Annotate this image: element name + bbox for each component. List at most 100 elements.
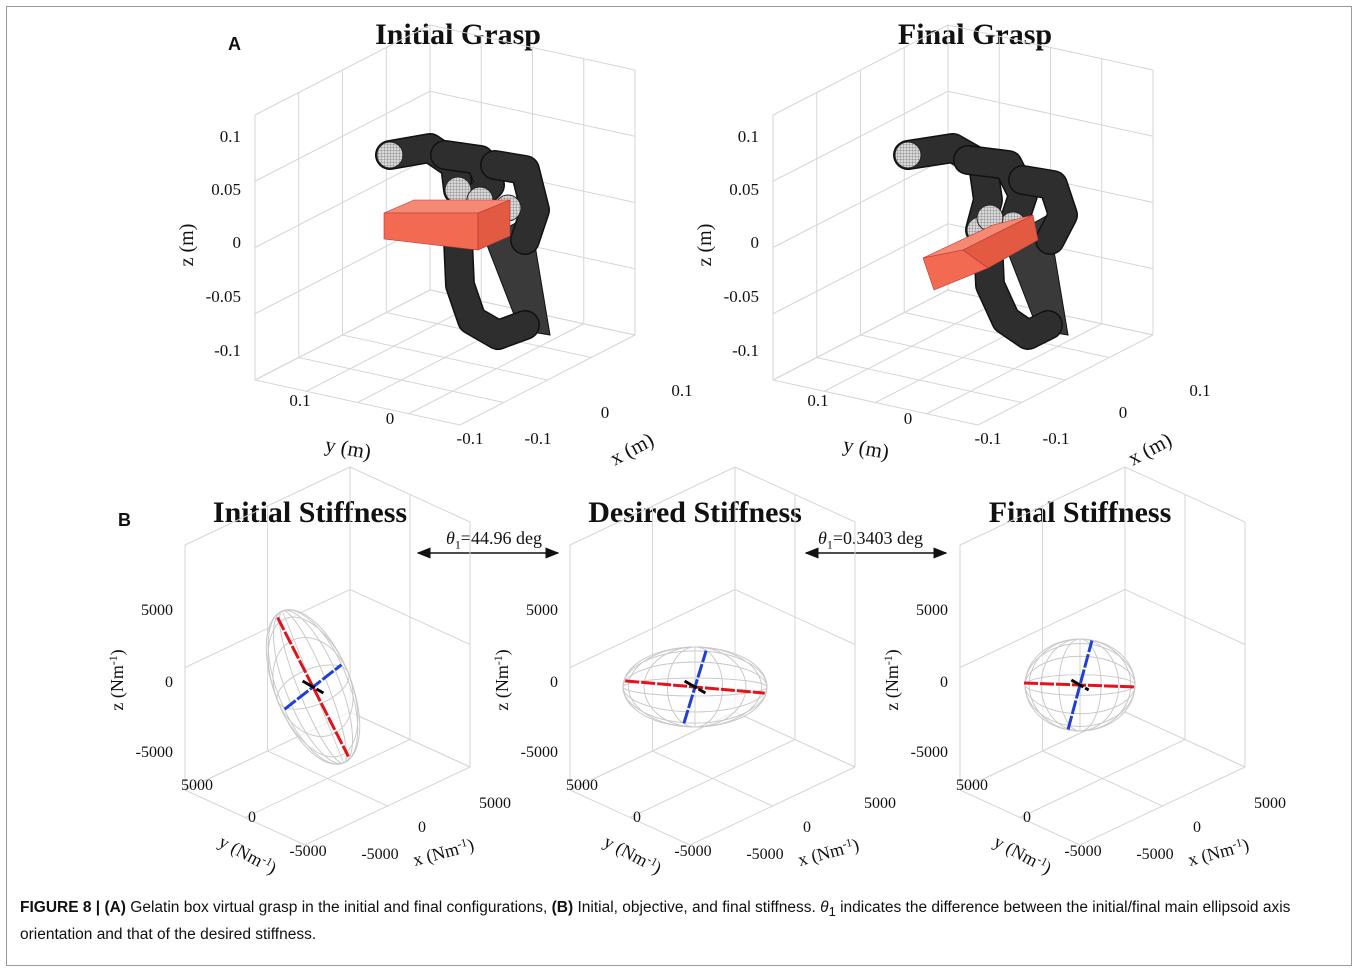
grid-line <box>306 300 482 392</box>
grid-line <box>926 323 1102 415</box>
y-axis-label: y (Nm-1) <box>990 831 1055 879</box>
box-side <box>962 214 1039 269</box>
finger-link <box>1009 166 1077 254</box>
y-tick-label: 0.1 <box>807 391 828 410</box>
mesh-latitude <box>622 650 768 724</box>
plot-title-initial-stiffness: Initial Stiffness <box>212 496 408 529</box>
x-tick-label: -0.1 <box>1043 429 1070 448</box>
z-tick-label: -5000 <box>136 744 173 761</box>
x-tick-label: 5000 <box>1254 795 1286 812</box>
figure-caption: FIGURE 8 | (A) Gelatin box virtual grasp… <box>20 896 1350 946</box>
z-tick-label: 0.05 <box>211 180 241 199</box>
x-tick-label: -5000 <box>361 846 398 863</box>
grid-line <box>349 711 471 768</box>
y-axis-label: y (Nm-1) <box>215 831 280 879</box>
y-tick-label: 0 <box>248 809 256 826</box>
third-axis-line <box>301 679 325 695</box>
grid-line <box>304 766 471 846</box>
grid-line <box>254 90 431 182</box>
grid-line <box>1019 739 1186 818</box>
third-axis-line <box>1070 678 1090 692</box>
z-axis-label: z (m) <box>694 224 716 267</box>
caption-theta: θ <box>820 899 829 916</box>
grid-line <box>947 90 1154 137</box>
mesh-longitude <box>628 646 762 728</box>
y-tick-label: -0.1 <box>975 429 1002 448</box>
grid-line <box>977 334 1154 426</box>
x-tick-label: -0.1 <box>525 429 552 448</box>
finger-link <box>444 226 539 349</box>
box-side <box>477 199 511 251</box>
z-tick-label: -0.1 <box>214 341 241 360</box>
caption-b-text-2: indicates the difference between the ini… <box>20 899 1291 944</box>
grid-line <box>429 90 636 137</box>
grid-line <box>1124 711 1246 768</box>
x-tick-label: 5000 <box>479 795 511 812</box>
grid-line <box>959 466 1126 546</box>
y-tick-label: 0 <box>904 409 913 428</box>
grid-line <box>569 589 736 668</box>
grid-line <box>349 589 471 645</box>
grasp-plot-final: 0.10.050-0.05-0.1z (m)0.10-0.1y (m)-0.10… <box>694 24 1211 470</box>
z-tick-label: -0.05 <box>206 287 241 306</box>
grid-line <box>569 466 736 546</box>
mesh-longitude <box>267 609 359 765</box>
caption-b-tag: (B) <box>551 899 574 916</box>
z-tick-label: 0.05 <box>729 180 759 199</box>
fingertip-sphere <box>894 141 922 169</box>
caption-b-text-1: Initial, objective, and final stiffness. <box>573 899 821 916</box>
x-tick-label: 5000 <box>864 795 896 812</box>
z-tick-label: -0.05 <box>724 287 759 306</box>
figure-frame <box>6 6 1352 966</box>
y-tick-label: -5000 <box>674 843 711 860</box>
x-tick-label: -5000 <box>746 846 783 863</box>
z-tick-label: 5000 <box>141 602 173 619</box>
caption-a-text: Gelatin box virtual grasp in the initial… <box>125 899 552 916</box>
panel-a-letter: A <box>228 34 241 54</box>
x-axis-label: x (m) <box>1124 427 1176 470</box>
grid-line <box>947 24 1154 71</box>
plot-title-desired-stiffness: Desired Stiffness <box>588 496 802 529</box>
mesh-longitude <box>1028 638 1132 732</box>
caption-theta-sub: 1 <box>828 904 836 920</box>
plot-title-initial-grasp: Initial Grasp <box>375 18 541 51</box>
y-tick-label: -0.1 <box>457 429 484 448</box>
caption-a-tag: (A) <box>104 899 126 916</box>
grid-line <box>1124 466 1246 523</box>
grid-line <box>408 323 584 415</box>
x-tick-label: 0 <box>1193 819 1201 836</box>
y-tick-label: 0 <box>633 809 641 826</box>
grid-line <box>254 157 431 248</box>
z-tick-label: 5000 <box>916 602 948 619</box>
finger-link <box>481 151 549 254</box>
grid-line <box>349 466 471 523</box>
z-axis-label: z (Nm-1) <box>492 649 514 710</box>
z-tick-label: -5000 <box>521 744 558 761</box>
y-tick-label: -5000 <box>289 843 326 860</box>
grid-line <box>1124 589 1246 645</box>
grid-line <box>1079 766 1246 846</box>
z-tick-label: 5000 <box>526 602 558 619</box>
grid-line <box>734 589 856 645</box>
z-axis-label: z (Nm-1) <box>107 649 129 710</box>
y-tick-label: 5000 <box>566 777 598 794</box>
y-tick-label: 5000 <box>181 777 213 794</box>
box-front <box>383 212 479 251</box>
y-tick-label: 0 <box>386 409 395 428</box>
plot-title-final-grasp: Final Grasp <box>897 18 1053 51</box>
grid-line <box>959 589 1126 668</box>
z-axis-label: z (Nm-1) <box>882 649 904 710</box>
x-tick-label: 0 <box>601 403 610 422</box>
grid-line <box>772 157 949 248</box>
grid-line <box>254 24 431 116</box>
y-axis-label: y (Nm-1) <box>600 831 665 879</box>
y-tick-label: 0 <box>1023 809 1031 826</box>
y-axis-label: y (m) <box>323 432 373 464</box>
y-tick-label: -5000 <box>1064 843 1101 860</box>
grid-line <box>772 223 949 315</box>
gelatin-box <box>922 214 1039 291</box>
grid-line <box>459 334 636 426</box>
